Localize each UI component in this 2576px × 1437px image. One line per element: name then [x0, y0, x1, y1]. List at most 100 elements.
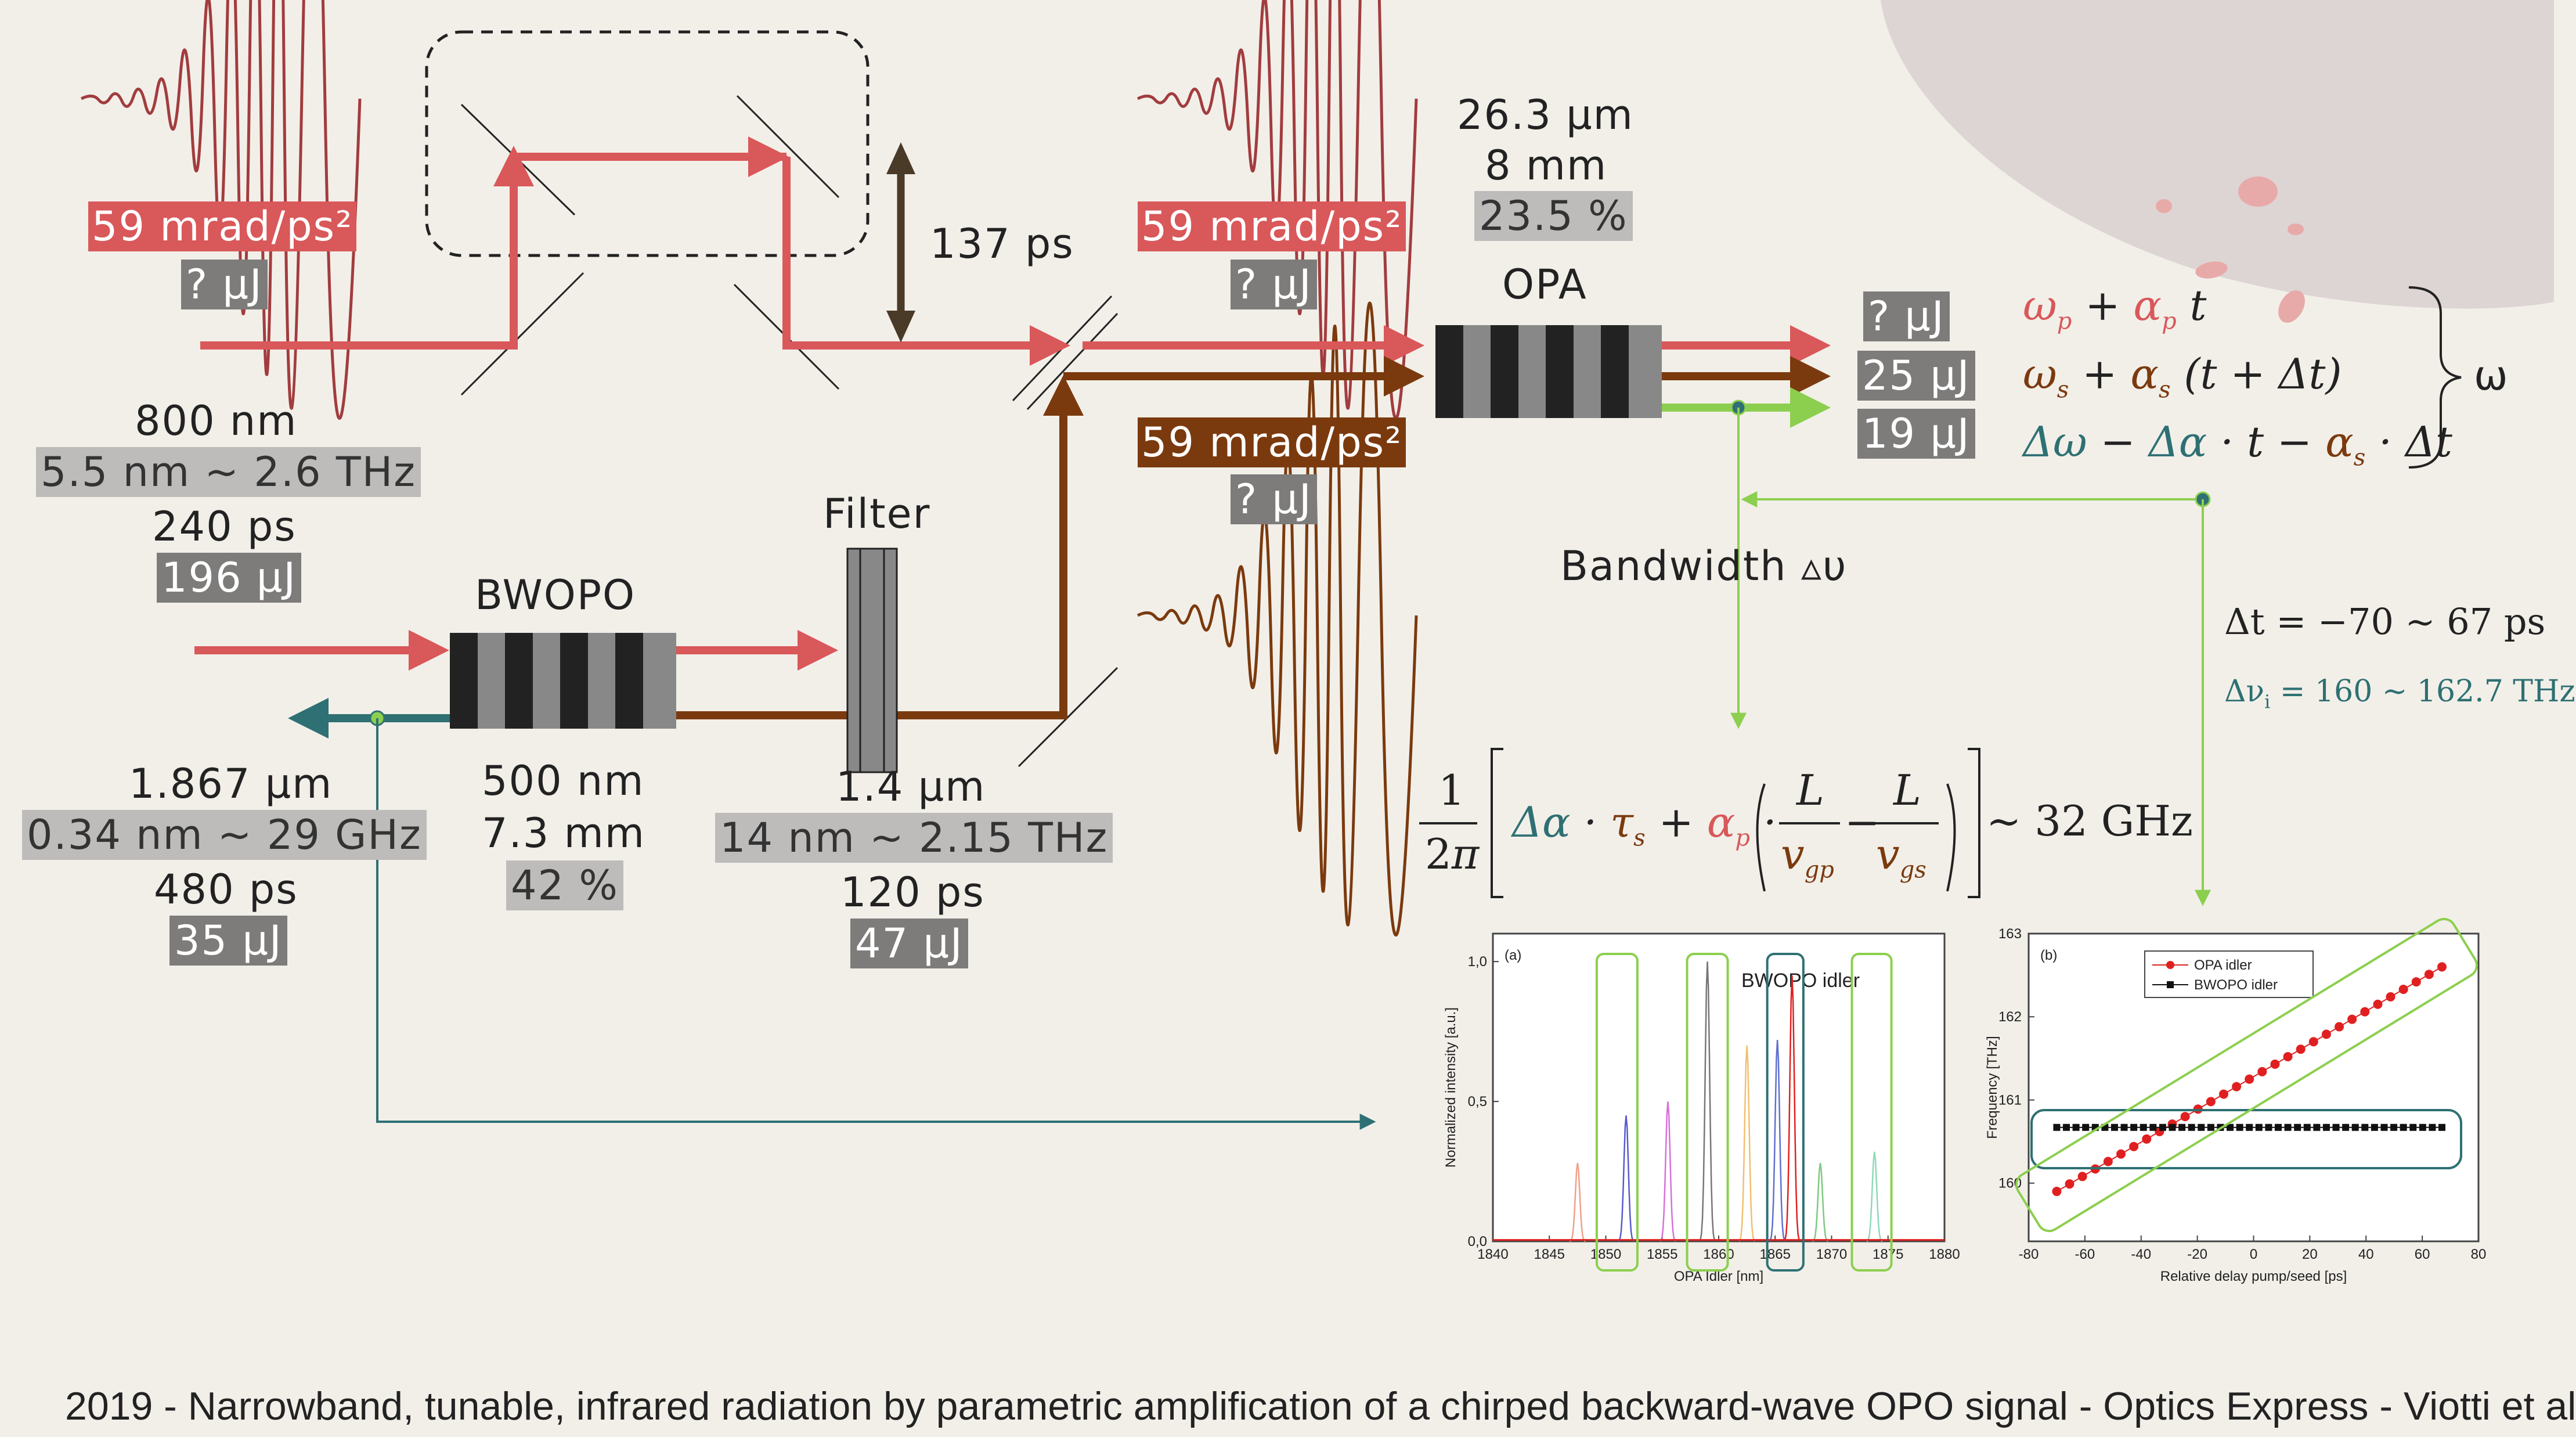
mirror	[460, 272, 585, 396]
y-axis-label: Frequency [THz]	[1985, 1036, 2000, 1139]
pump-beam-delay	[200, 153, 786, 350]
y-tick-label: 161	[1998, 1092, 2022, 1108]
peak	[1618, 1115, 1635, 1242]
backward-wavelength: 1.867 µm	[129, 760, 333, 808]
x-tick-label: -80	[2019, 1247, 2039, 1262]
x-tick-label: -60	[2075, 1247, 2095, 1262]
x-tick-label: 1845	[1534, 1247, 1565, 1262]
bwopo-crystal	[450, 633, 676, 729]
forward-energy: 47 µJ	[850, 919, 968, 968]
bandwidth-label: Bandwidth ▵υ	[1560, 542, 1848, 590]
omega-label: ω	[2474, 352, 2509, 399]
panel-label: (a)	[1505, 948, 1521, 963]
pulse-signal	[1137, 301, 1418, 937]
caption: 2019 - Narrowband, tunable, infrared rad…	[65, 1384, 2576, 1428]
pump-duration: 240 ps	[152, 503, 297, 550]
chirp-label: 59 mrad/ps²	[88, 201, 357, 251]
brace	[2408, 286, 2462, 469]
x-tick-label: -40	[2131, 1247, 2151, 1262]
backward-bandwidth: 0.34 nm ~ 29 GHz	[22, 810, 427, 860]
out-energy-1: ? µJ	[1863, 291, 1950, 341]
legend-marker	[2167, 981, 2174, 988]
series-line	[2056, 966, 2442, 1192]
highlight-box	[1850, 953, 1893, 1272]
forward-wavelength: 1.4 µm	[836, 763, 986, 811]
delta-nu-symbol: Δν	[2224, 674, 2265, 709]
x-tick-label: 80	[2471, 1247, 2487, 1262]
eq-signal: ωs + αs (t + Δt)	[2023, 350, 2342, 404]
peak	[1783, 975, 1801, 1241]
bwopo-title: BWOPO	[475, 571, 636, 619]
x-tick-label: 0	[2250, 1247, 2257, 1262]
delta-nu-subscript: i	[2264, 690, 2271, 713]
out-energy-2: 25 µJ	[1857, 351, 1975, 401]
eq-idler: Δω − Δα · t − αs · Δt	[2023, 417, 2452, 471]
opa-length-label: 8 mm	[1485, 142, 1608, 189]
energy-label: ? µJ	[1231, 474, 1317, 524]
pump-bandwidth: 5.5 nm ~ 2.6 THz	[36, 447, 421, 497]
delay-label: 137 ps	[930, 220, 1074, 268]
x-tick-label: -20	[2187, 1247, 2207, 1262]
x-tick-label: 1865	[1760, 1247, 1791, 1262]
pulse-top-left	[80, 0, 362, 420]
highlight-box	[1595, 953, 1639, 1272]
opa-crystal	[1435, 325, 1662, 418]
opa-title: OPA	[1502, 261, 1588, 308]
y-tick-label: 162	[1998, 1009, 2022, 1025]
x-tick-label: 40	[2358, 1247, 2374, 1262]
x-tick-label: 1870	[1816, 1247, 1847, 1262]
dichroic-mirror	[1026, 312, 1119, 410]
filter-title: Filter	[823, 490, 931, 538]
pump-energy: 196 µJ	[157, 553, 302, 603]
panel-label: (b)	[2040, 948, 2057, 963]
forward-signal-beam	[676, 375, 1084, 719]
legend-text: BWOPO idler	[1741, 970, 1860, 992]
forward-duration: 120 ps	[840, 869, 985, 916]
x-tick-label: 1840	[1477, 1247, 1508, 1262]
formula-two-pi: 2π	[1425, 830, 1480, 878]
pump-wavelength: 800 nm	[135, 397, 298, 445]
peak	[1812, 1162, 1829, 1242]
x-tick-label: 1855	[1647, 1247, 1677, 1262]
formula-vgp: vgp	[1781, 830, 1834, 884]
peak	[1569, 1162, 1586, 1242]
opa-eff-label: 23.5 %	[1474, 191, 1633, 241]
bwopo-eff-label: 42 %	[506, 860, 623, 910]
bwopo-length-label: 7.3 mm	[482, 809, 645, 857]
formula-body: Δα · τs + αp ·	[1512, 798, 1777, 852]
bwopo-highlight-box	[2030, 1109, 2462, 1169]
x-tick-label: 60	[2415, 1247, 2430, 1262]
peak	[1866, 1151, 1883, 1242]
y-tick-label: 1,0	[1468, 954, 1487, 970]
opa-beam-label: 26.3 µm	[1457, 91, 1634, 139]
filter	[846, 548, 898, 773]
chirp-label: 59 mrad/ps²	[1138, 417, 1406, 467]
y-axis-label: Normalized intensity [a.u.]	[1443, 1007, 1459, 1168]
energy-label: ? µJ	[181, 260, 268, 309]
peak	[1769, 1040, 1786, 1242]
backward-duration: 480 ps	[154, 866, 298, 913]
result-label: ~ 32 GHz	[1986, 797, 2193, 845]
decorative-blob	[1881, 0, 2554, 323]
highlight-box	[1766, 953, 1805, 1272]
highlight-box	[1686, 953, 1729, 1272]
x-tick-label: 20	[2302, 1247, 2318, 1262]
legend-label: BWOPO idler	[2194, 977, 2278, 993]
forward-bandwidth: 14 nm ~ 2.15 THz	[715, 813, 1113, 863]
y-tick-label: 163	[1998, 926, 2022, 942]
pulse-top-mid	[1137, 0, 1418, 420]
formula-one: 1	[1438, 766, 1465, 815]
energy-label: ? µJ	[1231, 260, 1317, 309]
peak	[1698, 961, 1716, 1241]
delta-nu-value: = 160 ~ 162.7 THz	[2270, 674, 2575, 709]
opa-highlight-box	[2015, 917, 2478, 1233]
x-axis-label: Relative delay pump/seed [ps]	[2160, 1269, 2347, 1284]
delay-range: Δt = −70 ~ 67 ps	[2224, 600, 2546, 643]
formula-L1: L	[1796, 766, 1824, 815]
bwopo-beam-label: 500 nm	[482, 757, 645, 805]
frequency-range: Δνi = 160 ~ 162.7 THz	[2224, 676, 2575, 711]
out-energy-3: 19 µJ	[1857, 409, 1975, 459]
mirror	[1018, 667, 1119, 768]
